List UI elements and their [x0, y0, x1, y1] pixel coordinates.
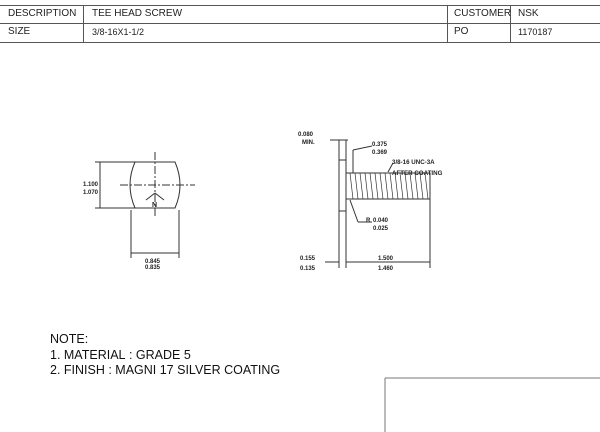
- po-value: 1170187: [518, 27, 553, 37]
- notes-title: NOTE:: [50, 332, 89, 346]
- length-max: 1.500: [378, 256, 394, 262]
- width-max: 0.845: [145, 259, 161, 265]
- width-min: 0.835: [145, 265, 161, 271]
- head-height-min: 0.135: [300, 266, 316, 272]
- length-min: 1.460: [378, 266, 394, 272]
- table-divider: [447, 5, 448, 43]
- po-label: PO: [454, 26, 469, 37]
- thread-spec: 3/8-16 UNC-3A: [392, 159, 435, 166]
- head-thickness-suffix: MIN.: [302, 140, 315, 146]
- thread-note: AFTER COATING: [392, 170, 443, 177]
- title-block: DESCRIPTION TEE HEAD SCREW CUSTOMER NSK …: [0, 0, 600, 44]
- fillet-prefix: R: [366, 218, 371, 224]
- head-mark: N: [152, 202, 157, 209]
- description-value: TEE HEAD SCREW: [92, 8, 183, 19]
- table-border-middle: [0, 23, 600, 24]
- table-border-top: [0, 5, 600, 6]
- title-box-outline: [384, 377, 600, 432]
- center-mark: [154, 192, 165, 201]
- head-thickness: 0.080: [298, 132, 314, 138]
- fillet-min: 0.025: [373, 226, 389, 232]
- description-label: DESCRIPTION: [8, 8, 77, 19]
- screw-head: [338, 159, 347, 212]
- note-material: 1. MATERIAL : GRADE 5: [50, 347, 191, 362]
- table-border-bottom: [0, 42, 600, 43]
- height-max: 1.100: [83, 182, 99, 188]
- customer-label: CUSTOMER: [454, 8, 512, 19]
- notes-section: NOTE: 1. MATERIAL : GRADE 5 2. FINISH : …: [50, 332, 280, 379]
- fillet-max: 0.040: [373, 218, 389, 224]
- leader-line: [352, 145, 373, 151]
- customer-value: NSK: [518, 8, 539, 19]
- center-mark: [145, 192, 156, 201]
- front-view: [95, 152, 195, 258]
- leader-line: [387, 162, 394, 173]
- shank-diameter-min: 0.369: [372, 150, 388, 156]
- tee-head-outline: [129, 161, 181, 209]
- leader-line: [349, 199, 359, 223]
- size-value: 3/8-16X1-1/2: [92, 27, 145, 37]
- size-label: SIZE: [8, 26, 31, 37]
- table-divider: [83, 5, 84, 43]
- note-finish: 2. FINISH : MAGNI 17 SILVER COATING: [50, 363, 281, 377]
- side-view: [325, 139, 431, 268]
- thread-pattern: [349, 172, 429, 200]
- head-height-max: 0.155: [300, 256, 316, 262]
- table-divider: [510, 5, 511, 43]
- shank-diameter-max: 0.375: [372, 142, 388, 148]
- height-min: 1.070: [83, 190, 99, 196]
